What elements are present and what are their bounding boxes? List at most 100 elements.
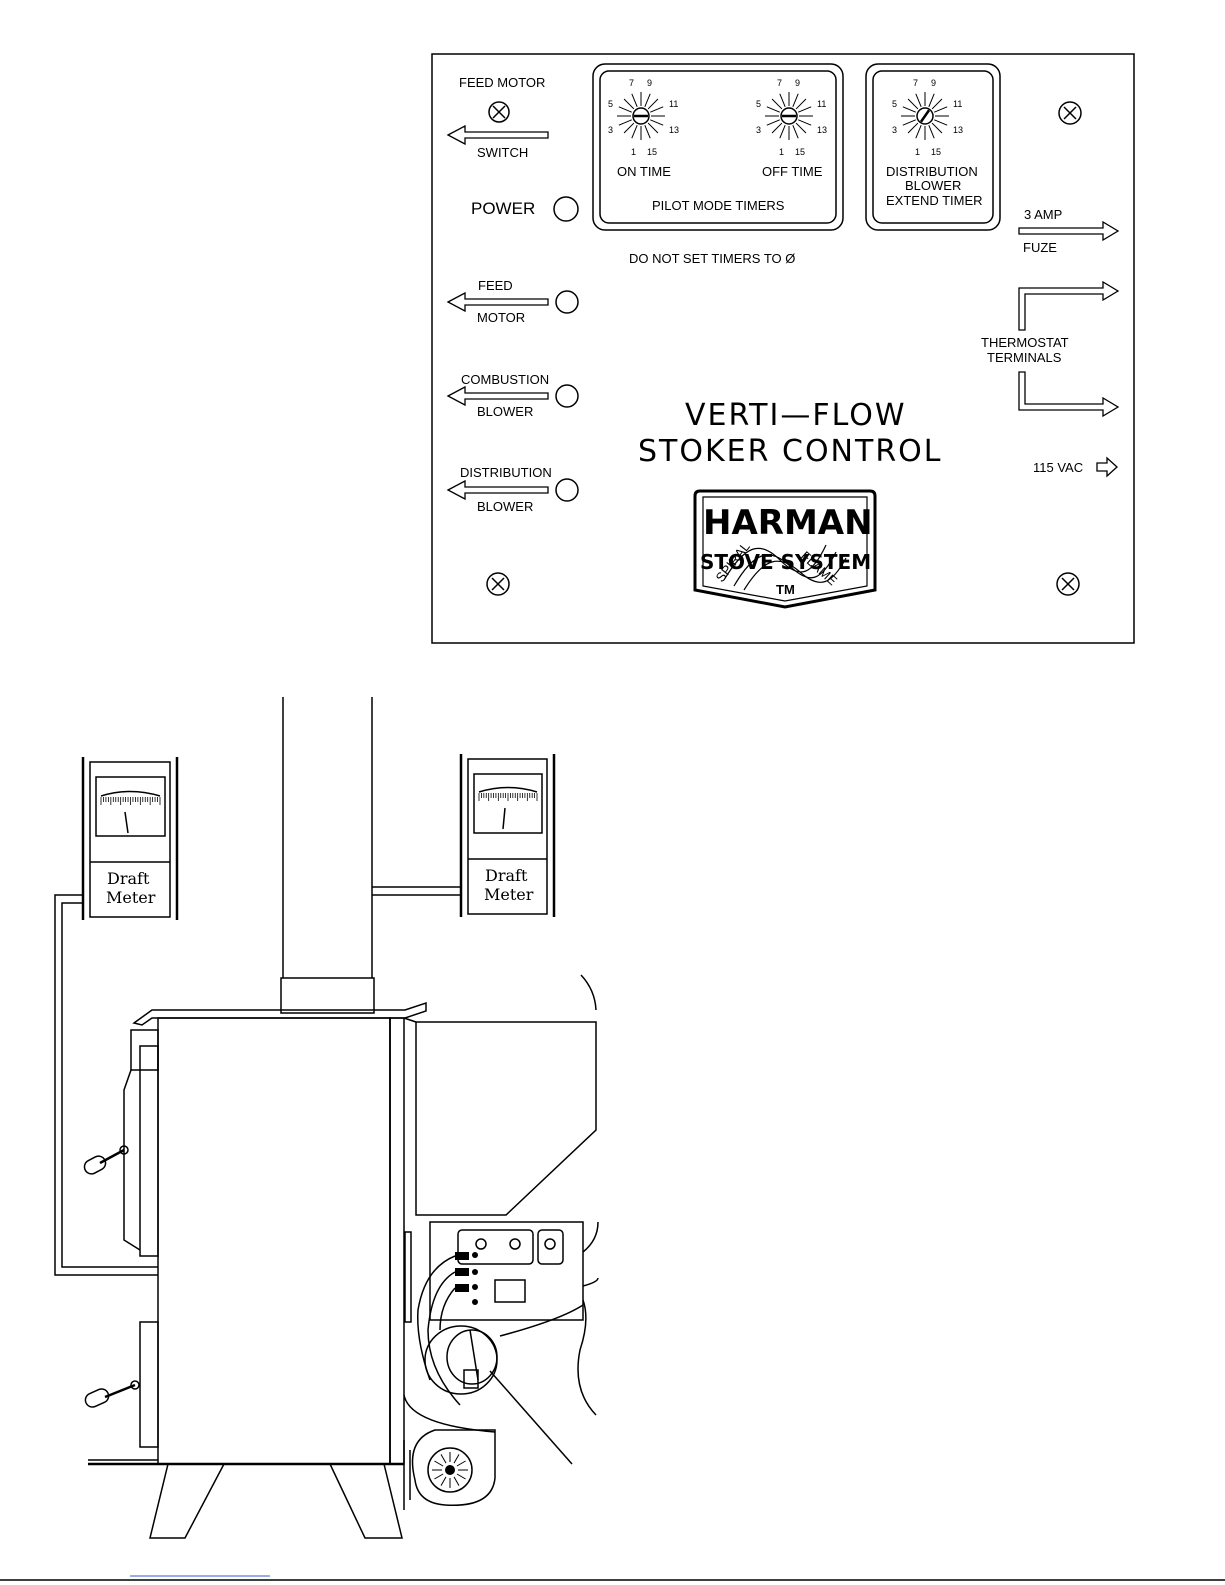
extend-timer-inner <box>872 70 994 224</box>
upper-door-handle-icon <box>83 1145 129 1175</box>
extend-timer-dial[interactable]: 7 9 5 11 3 13 1 15 <box>892 78 963 157</box>
wire-8 <box>403 1394 496 1433</box>
needle-left <box>124 811 129 834</box>
dial-number: 5 <box>892 99 897 109</box>
thermostat-label-line2: TERMINALS <box>987 350 1062 365</box>
fuse-label: 3 AMP <box>1024 207 1062 222</box>
feed-motor-label: FEED <box>478 278 513 293</box>
dial-number: 11 <box>953 99 962 109</box>
stove-side-panel <box>389 1017 405 1465</box>
dial-number: 3 <box>608 125 613 135</box>
draft-meter-left: Draft Meter <box>81 757 179 920</box>
power-label: POWER <box>471 199 535 218</box>
vac-arrow-icon <box>1096 456 1118 478</box>
feed-motor-indicator <box>555 290 579 314</box>
draft-meter-left-line1: Draft <box>107 869 150 888</box>
logo-system: STOVE SYSTEM <box>700 550 871 574</box>
dial-number: 5 <box>756 99 761 109</box>
off-time-label: OFF TIME <box>762 164 823 179</box>
feed-motor-switch-screw-icon[interactable] <box>488 101 510 123</box>
wire-7 <box>499 1304 584 1337</box>
left-meter-tube-outer <box>54 894 158 1276</box>
dial-number: 11 <box>669 99 678 109</box>
dial-number: 15 <box>647 147 657 157</box>
distribution-blower-label: DISTRIBUTION <box>460 465 552 480</box>
thermostat-lower-arrow-icon <box>1018 371 1120 418</box>
mini-control-panel <box>429 1221 584 1321</box>
power-indicator <box>553 196 579 222</box>
combustion-blower-indicator <box>555 384 579 408</box>
vac-label: 115 VAC <box>1033 460 1083 475</box>
pilot-timers-outer <box>592 63 844 231</box>
dial-number: 9 <box>931 78 936 88</box>
screw-icon-top-right <box>1058 101 1082 125</box>
draft-meter-right-line1: Draft <box>485 866 528 885</box>
feed-motor-switch-sublabel: SWITCH <box>477 145 528 160</box>
stove-top-lip <box>132 1001 427 1026</box>
thermostat-upper-arrow-icon <box>1018 280 1120 331</box>
coal-hopper <box>415 1021 597 1216</box>
stove-leg-right <box>329 1463 403 1539</box>
fuse-sublabel: FUZE <box>1023 240 1057 255</box>
left-meter-tube-inner <box>61 902 158 1268</box>
dial-number: 13 <box>953 125 963 135</box>
logo-brand: HARMAN <box>703 503 873 543</box>
distribution-blower-sublabel: BLOWER <box>477 499 533 514</box>
flue-collar <box>280 977 375 1014</box>
dial-number: 3 <box>892 125 897 135</box>
upper-door <box>139 1045 159 1257</box>
upper-door-edge <box>123 1069 141 1251</box>
screw-icon-bottom-right <box>1056 572 1080 596</box>
extend-timer-outer <box>865 63 1001 231</box>
wire-4 <box>582 1221 599 1253</box>
dial-number: 1 <box>915 147 920 157</box>
combustion-blower-label: COMBUSTION <box>461 372 549 387</box>
upper-door-hinge <box>130 1029 159 1071</box>
on-time-label: ON TIME <box>617 164 671 179</box>
leader-line <box>489 1370 573 1465</box>
hopper-lid-edge <box>580 974 597 1011</box>
needle-right <box>502 807 506 830</box>
dial-number: 7 <box>913 78 918 88</box>
control-panel: FEED MOTOR SWITCH POWER FEED MOTOR COMBU… <box>431 53 1135 644</box>
dial-number: 9 <box>795 78 800 88</box>
panel-title-line1: VERTI—FLOW <box>685 398 907 433</box>
pilot-timers-inner <box>599 70 837 224</box>
off-time-dial[interactable]: 7 9 5 11 3 13 1 15 <box>756 78 827 157</box>
distribution-blower-icon <box>403 1429 496 1510</box>
dial-number: 3 <box>756 125 761 135</box>
dial-number: 7 <box>777 78 782 88</box>
wire-5 <box>582 1277 599 1287</box>
combustion-motor-icon <box>424 1325 498 1395</box>
harman-logo: HARMAN STOVE SYSTEM SPIRAL FLAME TM <box>693 489 877 609</box>
dial-number: 1 <box>779 147 784 157</box>
feed-motor-switch-label: FEED MOTOR <box>459 75 545 90</box>
extend-timer-line2: BLOWER <box>905 178 961 193</box>
draft-meter-right-line2: Meter <box>484 885 534 904</box>
logo-tm: TM <box>776 582 795 597</box>
distribution-blower-arrow-icon <box>446 479 549 501</box>
pilot-mode-timers-label: PILOT MODE TIMERS <box>652 198 785 213</box>
draft-meter-left-line2: Meter <box>106 888 156 907</box>
dial-number: 11 <box>817 99 826 109</box>
wire-1 <box>417 1255 456 1381</box>
fuse-arrow-icon <box>1018 220 1120 242</box>
dial-number: 13 <box>669 125 679 135</box>
dial-number: 9 <box>647 78 652 88</box>
lower-door <box>139 1321 159 1448</box>
feed-motor-switch-arrow-icon <box>446 124 549 146</box>
dial-number: 15 <box>795 147 805 157</box>
distribution-blower-indicator <box>555 478 579 502</box>
feed-motor-arrow-icon <box>446 291 549 313</box>
stove-leg-left <box>149 1463 225 1539</box>
dial-number: 13 <box>817 125 827 135</box>
draft-meter-right: Draft Meter <box>459 754 556 917</box>
dial-number: 1 <box>631 147 636 157</box>
timer-warning: DO NOT SET TIMERS TO Ø <box>629 251 795 266</box>
wire-6 <box>577 1299 597 1416</box>
dial-number: 15 <box>931 147 941 157</box>
combustion-blower-arrow-icon <box>446 385 549 407</box>
lower-door-handle-icon <box>84 1380 140 1408</box>
